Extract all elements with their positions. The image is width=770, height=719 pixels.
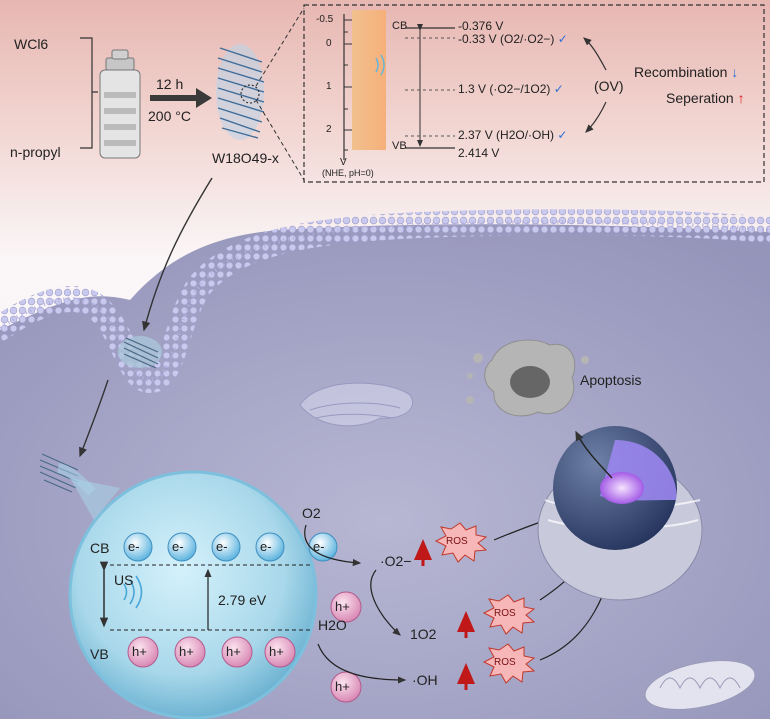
electron-label: e- xyxy=(172,539,184,554)
hole-label: h+ xyxy=(335,599,350,614)
ros-label: ROS xyxy=(494,657,516,668)
hole-spheres xyxy=(127,591,362,703)
cell-membrane xyxy=(0,209,770,394)
electron-label: e- xyxy=(216,539,228,554)
axis-tick: 1 xyxy=(326,81,332,92)
cb-label: CB xyxy=(392,20,408,32)
hole-label: h+ xyxy=(335,679,350,694)
hydroxyl-label: ·OH xyxy=(412,672,438,688)
electron-label: e- xyxy=(313,539,325,554)
down-arrow-icon: ↓ xyxy=(731,64,739,80)
reagent-npropyl: n-propyl xyxy=(10,144,61,160)
nucleus-icon xyxy=(537,426,703,601)
ultrasound-label: US xyxy=(114,572,134,588)
h2o-label: H2O xyxy=(318,617,347,633)
up-arrow-icon: ↑ xyxy=(737,90,745,106)
electron-spheres xyxy=(123,532,338,562)
ros-label: ROS xyxy=(494,608,516,619)
reagent-wcl6: WCl6 xyxy=(14,36,49,52)
ros-burst-icons xyxy=(434,522,536,684)
w18o49-sphere xyxy=(68,470,318,719)
nanowire-bundle-icon xyxy=(216,44,265,140)
check-icon: ✓ xyxy=(557,128,568,142)
band-vb-label: VB xyxy=(90,646,109,662)
axis-caption: (NHE, pH=0) xyxy=(322,168,374,178)
axis-tick: 0 xyxy=(326,38,332,49)
superoxide-label: ·O2− xyxy=(380,553,412,569)
hole-label: h+ xyxy=(226,644,241,659)
apoptotic-cell-icon xyxy=(466,339,589,417)
electron-label: e- xyxy=(260,539,272,554)
separation-label: Seperation ↑ xyxy=(666,90,745,106)
vb-label: VB xyxy=(392,140,407,152)
synthesis-temperature: 200 °C xyxy=(148,108,191,124)
apoptosis-label: Apoptosis xyxy=(580,372,642,388)
autoclave-icon xyxy=(99,49,141,159)
vb-value: 2.414 V xyxy=(458,146,500,160)
mitochondrion-icon xyxy=(644,660,756,710)
oxygen-vacancy-label: (OV) xyxy=(594,78,624,94)
check-icon: ✓ xyxy=(557,32,568,46)
ros-label: ROS xyxy=(446,536,468,547)
synthesis-time: 12 h xyxy=(156,76,184,92)
recombination-label: Recombination ↓ xyxy=(634,64,739,80)
check-icon: ✓ xyxy=(553,82,564,96)
product-label: W18O49-x xyxy=(212,150,279,166)
singlet-oxygen-label: 1O2 xyxy=(410,626,437,642)
golgi-icon xyxy=(299,382,413,427)
level-label: 1.3 V (·O2−/1O2) ✓ xyxy=(458,82,564,96)
level-label: 2.37 V (H2O/·OH) ✓ xyxy=(458,128,568,142)
level-label: -0.33 V (O2/·O2−) ✓ xyxy=(458,32,568,46)
axis-tick: 2 xyxy=(326,124,332,135)
band-gap-label: 2.79 eV xyxy=(218,592,267,608)
nanowire-endocytosed xyxy=(118,336,162,369)
o2-label: O2 xyxy=(302,505,321,521)
band-cb-label: CB xyxy=(90,540,110,556)
hole-label: h+ xyxy=(132,644,147,659)
hole-label: h+ xyxy=(179,644,194,659)
cb-value: -0.376 V xyxy=(458,19,504,33)
axis-tick: -0.5 xyxy=(316,14,334,25)
electron-label: e- xyxy=(128,539,140,554)
hole-label: h+ xyxy=(269,644,284,659)
axis-unit: V xyxy=(340,157,347,168)
